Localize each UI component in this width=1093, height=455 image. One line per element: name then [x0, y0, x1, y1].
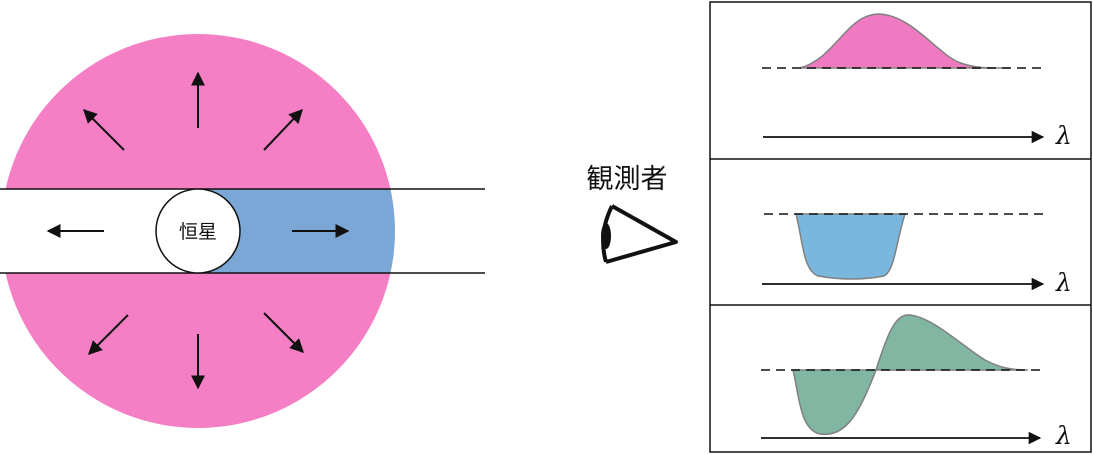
- spectra-panels: λ λ λ: [709, 1, 1092, 453]
- observer-label: 観測者: [587, 164, 668, 195]
- wavelength-label: λ: [1055, 421, 1072, 450]
- wavelength-label: λ: [1055, 121, 1072, 150]
- arrow-icon: [88, 314, 129, 355]
- panel-p-cygni: λ: [761, 314, 1072, 450]
- expanding-envelope: 恒星: [0, 34, 485, 428]
- panel-emission: λ: [762, 13, 1072, 150]
- observer: 観測者: [587, 164, 678, 264]
- p-cygni-absorption-part: [792, 369, 878, 436]
- emission-profile: [799, 13, 1011, 69]
- expansion-arrows: [46, 71, 350, 390]
- panels-frame: [709, 1, 1092, 453]
- star: [155, 188, 241, 274]
- p-cygni-emission-part: [874, 314, 1029, 371]
- eye-icon: [601, 204, 678, 264]
- arrow-icon: [263, 312, 304, 353]
- absorption-profile: [795, 213, 907, 280]
- panel-absorption: λ: [762, 213, 1072, 297]
- arrow-icon: [83, 109, 125, 151]
- wavelength-label: λ: [1055, 268, 1072, 297]
- arrow-icon: [263, 108, 303, 151]
- star-label: 恒星: [179, 221, 217, 243]
